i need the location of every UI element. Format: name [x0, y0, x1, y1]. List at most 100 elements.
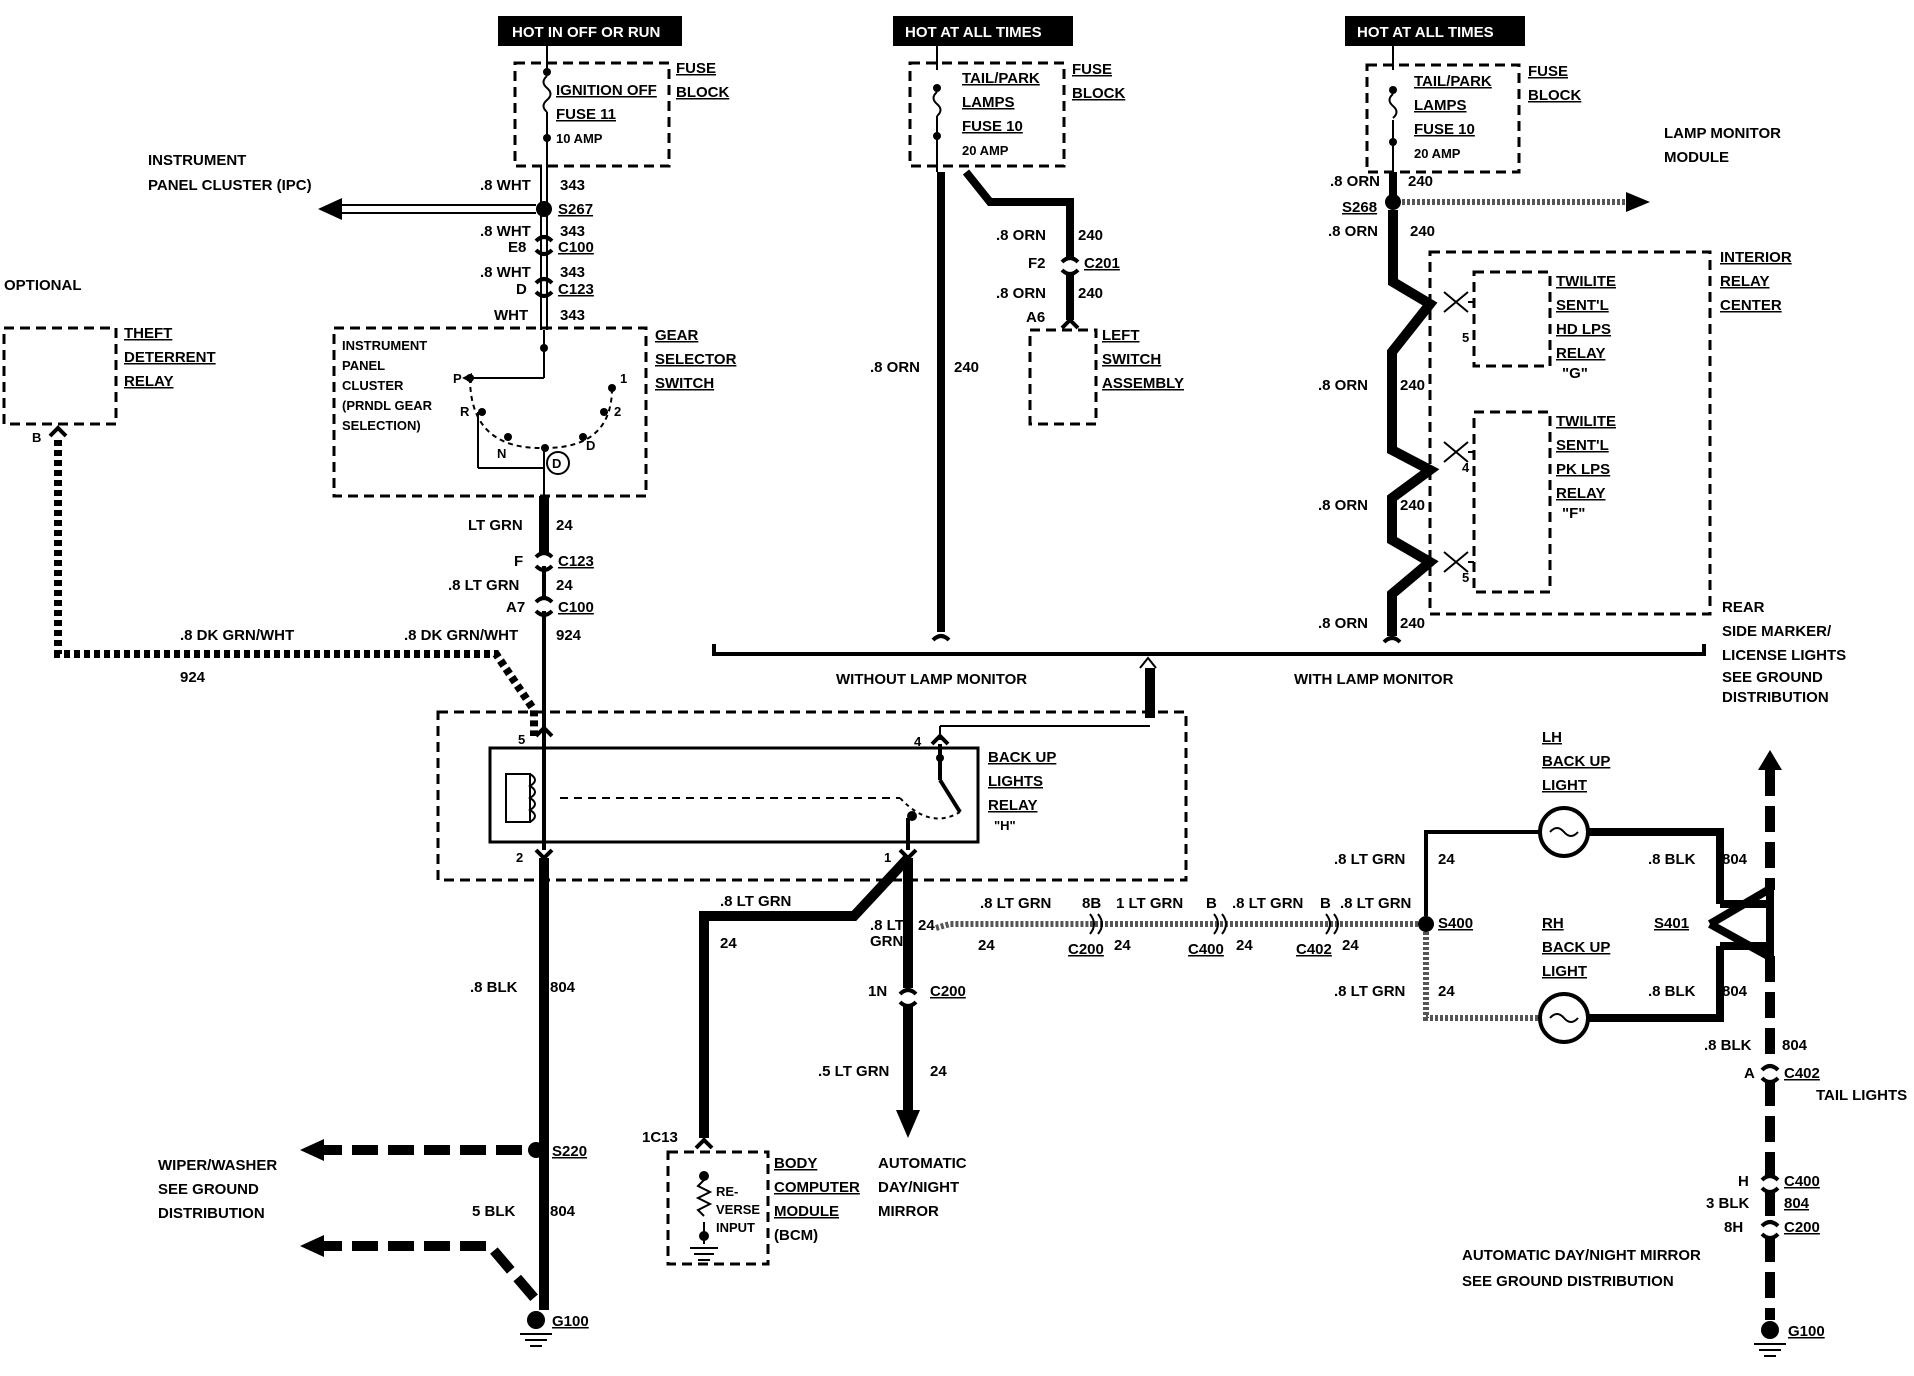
svg-text:S220: S220: [552, 1143, 587, 1160]
svg-text:.8 BLK: .8 BLK: [1648, 851, 1696, 868]
svg-text:RELAY: RELAY: [1556, 485, 1605, 502]
svg-text:RELAY: RELAY: [1556, 345, 1605, 362]
bcm-feed-wire: [694, 854, 1090, 1150]
svg-text:BACK UP: BACK UP: [1542, 753, 1610, 770]
svg-text:RELAY: RELAY: [124, 373, 173, 390]
svg-text:LEFT: LEFT: [1102, 327, 1140, 344]
svg-text:A: A: [1744, 1065, 1755, 1082]
svg-text:S401: S401: [1654, 915, 1689, 932]
svg-text:LAMP MONITOR: LAMP MONITOR: [1664, 125, 1781, 142]
svg-text:5: 5: [518, 732, 525, 747]
svg-text:20 AMP: 20 AMP: [962, 143, 1009, 158]
svg-text:TAIL LIGHTS: TAIL LIGHTS: [1816, 1087, 1907, 1104]
svg-text:C400: C400: [1188, 941, 1224, 958]
svg-text:AUTOMATIC: AUTOMATIC: [878, 1155, 967, 1172]
svg-text:.8 WHT: .8 WHT: [480, 177, 531, 194]
svg-text:24: 24: [978, 937, 995, 954]
svg-text:F: F: [514, 553, 523, 570]
svg-text:.8 LT GRN: .8 LT GRN: [1334, 851, 1405, 868]
svg-text:LIGHT: LIGHT: [1542, 963, 1587, 980]
backup-lights-relay: 5 4 2 1: [436, 710, 1188, 882]
svg-text:B: B: [32, 430, 41, 445]
svg-text:BLOCK: BLOCK: [676, 84, 729, 101]
ground-wire-804-right: [1754, 750, 1786, 1357]
svg-text:4: 4: [1462, 460, 1470, 475]
svg-text:.8 LT GRN: .8 LT GRN: [720, 893, 791, 910]
svg-text:FUSE 10: FUSE 10: [1414, 121, 1475, 138]
svg-text:24: 24: [556, 517, 573, 534]
svg-text:804: 804: [550, 1203, 576, 1220]
svg-text:343: 343: [560, 307, 585, 324]
header-hot-at-all-times-2: HOT AT ALL TIMES: [1345, 16, 1525, 46]
svg-text:24: 24: [1342, 937, 1359, 954]
svg-text:C123: C123: [558, 553, 594, 570]
svg-text:RELAY: RELAY: [1720, 273, 1769, 290]
svg-text:1 LT GRN: 1 LT GRN: [1116, 895, 1183, 912]
svg-text:804: 804: [1782, 1037, 1808, 1054]
svg-text:G100: G100: [552, 1313, 589, 1330]
svg-text:D: D: [552, 456, 561, 471]
svg-text:"F": "F": [1562, 505, 1585, 522]
svg-text:.5 LT GRN: .5 LT GRN: [818, 1063, 889, 1080]
svg-text:.8 LT GRN: .8 LT GRN: [1340, 895, 1411, 912]
svg-text:CLUSTER: CLUSTER: [342, 378, 404, 393]
svg-text:LIGHT: LIGHT: [1542, 777, 1587, 794]
lamp-monitor-wire: [1382, 172, 1650, 644]
svg-text:BODY: BODY: [774, 1155, 817, 1172]
svg-text:FUSE 11: FUSE 11: [556, 106, 616, 123]
svg-text:S400: S400: [1438, 915, 1473, 932]
svg-text:FUSE: FUSE: [1072, 61, 1112, 78]
svg-text:TWILITE: TWILITE: [1556, 413, 1616, 430]
fuse-block-tail-park-1: TAIL/PARK LAMPS FUSE 10 20 AMP FUSE BLOC…: [908, 46, 1125, 172]
svg-text:.8 BLK: .8 BLK: [1648, 983, 1696, 1000]
svg-text:LAMPS: LAMPS: [962, 94, 1015, 111]
svg-text:C100: C100: [558, 599, 594, 616]
svg-text:HOT IN OFF OR RUN: HOT IN OFF OR RUN: [512, 24, 660, 41]
tail-park-middle-wire: [931, 169, 1080, 642]
svg-text:LIGHTS: LIGHTS: [988, 773, 1043, 790]
svg-text:RELAY: RELAY: [988, 797, 1037, 814]
ipc-label-2: PANEL CLUSTER (IPC): [148, 177, 312, 194]
svg-text:"G": "G": [1562, 365, 1588, 382]
svg-text:F2: F2: [1028, 255, 1046, 272]
svg-text:.8 LT GRN: .8 LT GRN: [1334, 983, 1405, 1000]
svg-text:240: 240: [1408, 173, 1433, 190]
svg-text:(PRNDL GEAR: (PRNDL GEAR: [342, 398, 433, 413]
header-hot-in-off-or-run: HOT IN OFF OR RUN: [498, 16, 682, 46]
svg-text:PK LPS: PK LPS: [1556, 461, 1610, 478]
svg-text:ASSEMBLY: ASSEMBLY: [1102, 375, 1184, 392]
svg-text:240: 240: [954, 359, 979, 376]
svg-text:.8 DK GRN/WHT: .8 DK GRN/WHT: [404, 627, 518, 644]
svg-text:SEE GROUND DISTRIBUTION: SEE GROUND DISTRIBUTION: [1462, 1273, 1674, 1290]
svg-text:.8 ORN: .8 ORN: [996, 227, 1046, 244]
svg-text:HOT AT ALL TIMES: HOT AT ALL TIMES: [905, 24, 1042, 41]
svg-text:DISTRIBUTION: DISTRIBUTION: [1722, 689, 1829, 706]
svg-text:SENT'L: SENT'L: [1556, 437, 1609, 454]
svg-text:240: 240: [1400, 615, 1425, 632]
svg-text:REAR: REAR: [1722, 599, 1765, 616]
backup-lights-feed-wire: [1089, 806, 1771, 1044]
svg-text:24: 24: [556, 577, 573, 594]
svg-text:DISTRIBUTION: DISTRIBUTION: [158, 1205, 265, 1222]
svg-text:AUTOMATIC DAY/NIGHT MIRROR: AUTOMATIC DAY/NIGHT MIRROR: [1462, 1247, 1701, 1264]
svg-text:DAY/NIGHT: DAY/NIGHT: [878, 1179, 959, 1196]
svg-text:SEE GROUND: SEE GROUND: [1722, 669, 1823, 686]
svg-text:.8 ORN: .8 ORN: [1330, 173, 1380, 190]
svg-text:C400: C400: [1784, 1173, 1820, 1190]
svg-text:BACK UP: BACK UP: [1542, 939, 1610, 956]
svg-text:E8: E8: [508, 239, 526, 256]
svg-text:.8 LT GRN: .8 LT GRN: [448, 577, 519, 594]
theft-deterrent-relay: [2, 326, 118, 438]
svg-text:240: 240: [1410, 223, 1435, 240]
svg-text:LH: LH: [1542, 729, 1562, 746]
svg-text:2: 2: [614, 404, 621, 419]
svg-text:INPUT: INPUT: [716, 1220, 755, 1235]
svg-text:.8 ORN: .8 ORN: [1318, 615, 1368, 632]
svg-text:WITH LAMP MONITOR: WITH LAMP MONITOR: [1294, 671, 1454, 688]
svg-text:S267: S267: [558, 201, 593, 218]
svg-text:N: N: [497, 446, 506, 461]
svg-text:C201: C201: [1084, 255, 1120, 272]
svg-text:BLOCK: BLOCK: [1528, 87, 1581, 104]
svg-text:GRN: GRN: [870, 933, 903, 950]
interior-relay-center: 5 4 5: [1428, 250, 1712, 616]
